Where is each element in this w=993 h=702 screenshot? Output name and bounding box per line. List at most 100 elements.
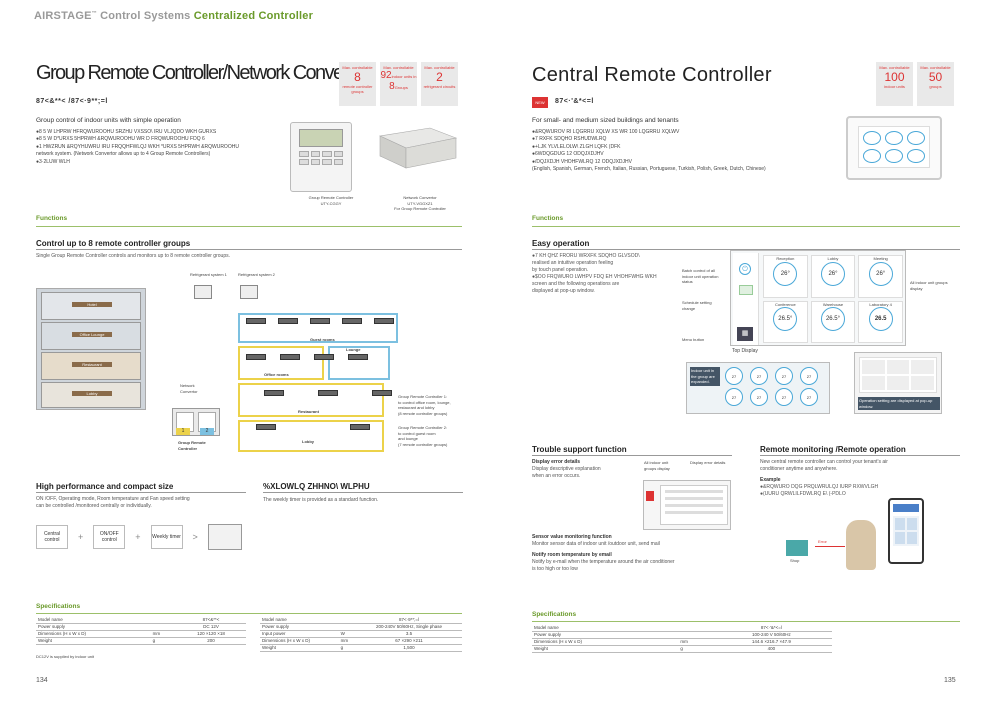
network-convertor-image <box>370 124 460 172</box>
badges-left: Max. controllable 8 remote controller gr… <box>339 62 458 106</box>
heading-easy: Easy operation <box>532 239 590 248</box>
popup-expanded: Indoor unit in the group are expanded. 2… <box>686 362 830 414</box>
badge-groups: Max. controllable 8 remote controller gr… <box>339 62 376 106</box>
remote-line: New central remote controller can contro… <box>760 459 888 465</box>
caption-line: Group Remote Controller <box>308 195 354 200</box>
badge-value-a: 92 <box>380 70 392 81</box>
callout-batch: Batch control of all indoor unit operati… <box>682 268 719 284</box>
err-heading: Display error details <box>532 459 581 465</box>
spec-cell: g <box>150 637 176 645</box>
bullets-right: ●&RQWUROV RI LQGRRU XQLW XS WR 100 LQGRR… <box>532 129 822 173</box>
bullet: (English, Spanish, German, French, Itali… <box>532 166 766 173</box>
easy-line: ●7 KH QHZ FRORU WRXFK SDQHO GLVSOD\ <box>532 253 640 259</box>
new-badge: NEW <box>532 97 548 108</box>
model-number-right: 87<·'&*<=l <box>555 98 594 105</box>
badge-value: 8 <box>354 70 361 84</box>
caption-grc: Group Remote Controller UTY-CGGY <box>296 195 366 206</box>
indoor-unit <box>246 354 266 360</box>
perf-line: can be controlled /monitored centrally o… <box>36 503 152 509</box>
mini-dial: 27 <box>725 388 743 406</box>
page-number-left: 134 <box>36 677 48 684</box>
badge-unit: remote controller groups <box>342 84 373 94</box>
zone-restaurant: Restaurant <box>238 383 384 417</box>
schedule-icon[interactable] <box>739 285 753 295</box>
brand-name: AIRSTAGE <box>34 10 92 22</box>
callout-all-groups: All indoor unit groups display <box>910 280 948 291</box>
note-line: Group Remote Controller 2: <box>398 425 448 430</box>
spec-cell: 120 ×120 ×18 <box>175 630 246 638</box>
badge-label: Max. controllable <box>920 65 951 70</box>
caption-line: UTY-CGGY <box>320 200 342 206</box>
indoor-units-row <box>264 390 392 396</box>
subtitle-right: For small- and medium sized buildings an… <box>532 117 679 124</box>
zone-office-rooms: Office rooms <box>238 346 324 380</box>
example-item: ●&RQWURO DQG PRQLWRULQJ IURP RXWVLGH <box>760 484 879 490</box>
badge-label: Max. controllable <box>383 65 414 70</box>
badge-value-b-num: 8 <box>389 81 395 92</box>
badge-indoor-units: Max. controllable 100 indoor units <box>876 62 913 106</box>
popup-caption: Operation setting are displayed at pop-u… <box>858 397 940 410</box>
zone-lobby: Lobby <box>238 420 384 452</box>
group-remote-controller-image <box>290 122 352 192</box>
bullet: ●8 5 W D*URXS 5HPRWH &RQWUROOHU WR D FRQ… <box>36 136 205 143</box>
spec-cell: DC 12V <box>175 623 246 631</box>
divider <box>532 249 960 250</box>
err-line: when an error occurs. <box>532 473 581 479</box>
badge-value: 50 <box>928 70 943 84</box>
spec-cell <box>338 616 357 624</box>
spec-cell: 67 ×290 ×211 <box>356 637 462 645</box>
power-icon[interactable]: ⏻ <box>739 263 751 275</box>
note-line: (7 remote controller groups) <box>398 441 448 447</box>
example-list: ●&RQWURO DQG PRQLWRULQJ IURP RXWVLGH ●(U… <box>760 484 878 498</box>
menu-icon[interactable]: ▦ <box>737 327 753 341</box>
screen-side-panel: ⏻ ▦ <box>733 253 759 345</box>
zone-name: Conference <box>774 301 796 307</box>
feature-flow: Central control + ON/OFF control + Weekl… <box>36 524 242 550</box>
example-heading: Example <box>760 477 781 483</box>
spec-cell: mm <box>338 637 357 645</box>
popup-operation: Operation setting are displayed at pop-u… <box>854 352 942 414</box>
badge-unit: indoor units <box>884 84 905 89</box>
outdoor-unit-icon <box>240 285 258 299</box>
error-indicator <box>646 491 654 501</box>
error-screen <box>643 480 731 530</box>
spec-cell: Weight <box>36 637 151 645</box>
bullet: network system. (Network Convertor allow… <box>36 151 211 158</box>
badge-unit: Groups <box>394 85 408 90</box>
divider <box>36 249 462 250</box>
plus-icon: + <box>78 532 84 542</box>
error-dialog <box>660 485 728 525</box>
err-text: Display descriptive explanation when an … <box>532 466 601 480</box>
mini-dial: 27 <box>750 388 768 406</box>
remote-line: conditioner anytime and anywhere. <box>760 466 838 472</box>
spec-cell: Weight <box>260 644 339 652</box>
err-line: Display descriptive explanation <box>532 466 601 472</box>
spec-cell: Weight <box>532 645 679 653</box>
bullet: ●1 HWZRUN &RQYHUWRU IRU FRQQHFWLQJ WKH *… <box>36 143 239 150</box>
spec-note: DC12V is supplied by indoor unit <box>36 654 95 659</box>
spec-heading-right: Specifications <box>532 611 577 618</box>
note-line: to control guest room <box>398 430 436 436</box>
top-display-label: Top Display <box>732 348 758 354</box>
zone-label: Lounge <box>346 347 361 352</box>
zone-name: Reception <box>776 256 795 261</box>
zone-label: Lobby <box>302 439 314 444</box>
arrow-right-icon: > <box>192 532 198 542</box>
spec-cell: g <box>338 644 357 652</box>
heading-weekly: %XLOWLQ ZHHNO\ WLPHU <box>263 482 370 491</box>
spec-cell: 200 <box>175 637 246 645</box>
mini-dial: 27 <box>725 367 743 385</box>
outdoor-unit-icon <box>194 285 212 299</box>
note-line: (8 remote controller groups) <box>398 410 448 416</box>
indoor-unit <box>256 424 276 430</box>
note-line: and lounge <box>398 436 418 441</box>
spec-cell: Power supply <box>260 623 339 631</box>
easy-text: ●7 KH QHZ FRORU WRXFK SDQHO GLVSOD\ real… <box>532 253 662 295</box>
